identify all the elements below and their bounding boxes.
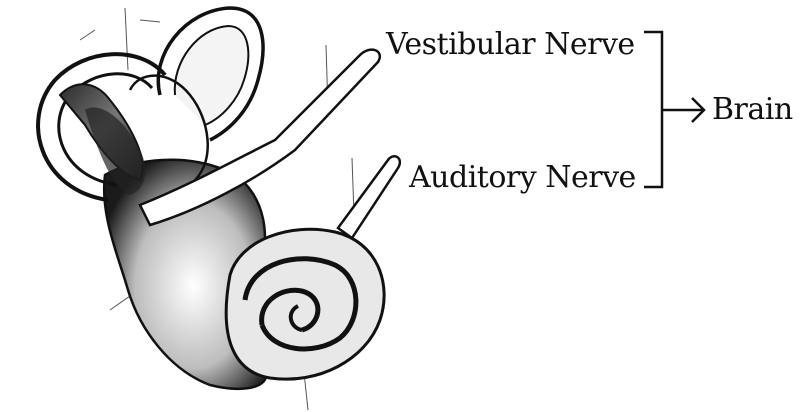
ampulla-shading: [85, 107, 145, 195]
brain-label: Brain: [712, 95, 793, 125]
auditory-nerve-label: Auditory Nerve: [409, 163, 636, 193]
vestibular-nerve-label: Vestibular Nerve: [386, 30, 635, 60]
auditory-nerve-tube: [338, 156, 400, 238]
bracket: [644, 32, 662, 187]
anterior-canal-inner: [175, 26, 249, 125]
cochlea-shell: [226, 229, 384, 379]
